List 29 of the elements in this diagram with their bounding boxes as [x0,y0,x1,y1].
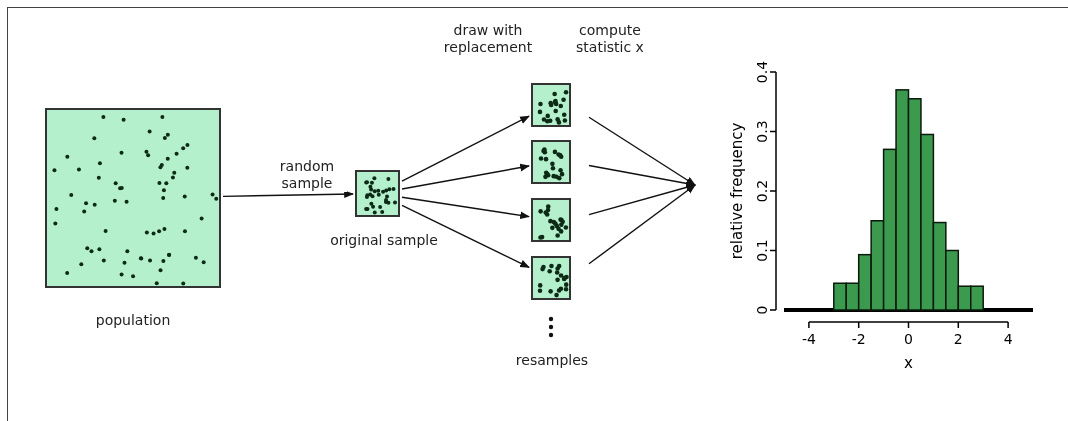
arrow [222,190,354,199]
arrow [401,196,530,220]
tick-label: 0.3 [754,120,770,143]
resample-box [531,256,571,300]
tick-label: 0 [904,331,913,347]
tick-label: 2 [953,331,963,347]
axis-title: relative frequency [728,122,746,260]
resample-box [531,198,571,242]
arrow [588,184,696,265]
annotation-text: resamples [514,352,590,369]
tick-label: 0.4 [754,60,770,84]
tick-label: 4 [1003,331,1013,347]
tick-label: -2 [851,331,866,347]
arrow [401,115,530,182]
axis-title: x [904,354,913,372]
resample-box [531,83,571,127]
node-caption: original sample [329,232,439,249]
arrow [401,204,530,268]
tick-label: 0.2 [754,179,770,203]
arrow [588,116,696,186]
arrow [401,163,530,190]
node-caption: population [94,312,172,329]
tick-label: 0.1 [754,239,770,262]
annotation-text: compute statistic x [575,22,645,56]
resample-box [531,140,571,184]
tick-label: 0 [754,305,770,315]
tick-label: -4 [801,331,816,347]
annotation-text: draw with replacement [442,22,534,56]
arrow [588,183,696,216]
